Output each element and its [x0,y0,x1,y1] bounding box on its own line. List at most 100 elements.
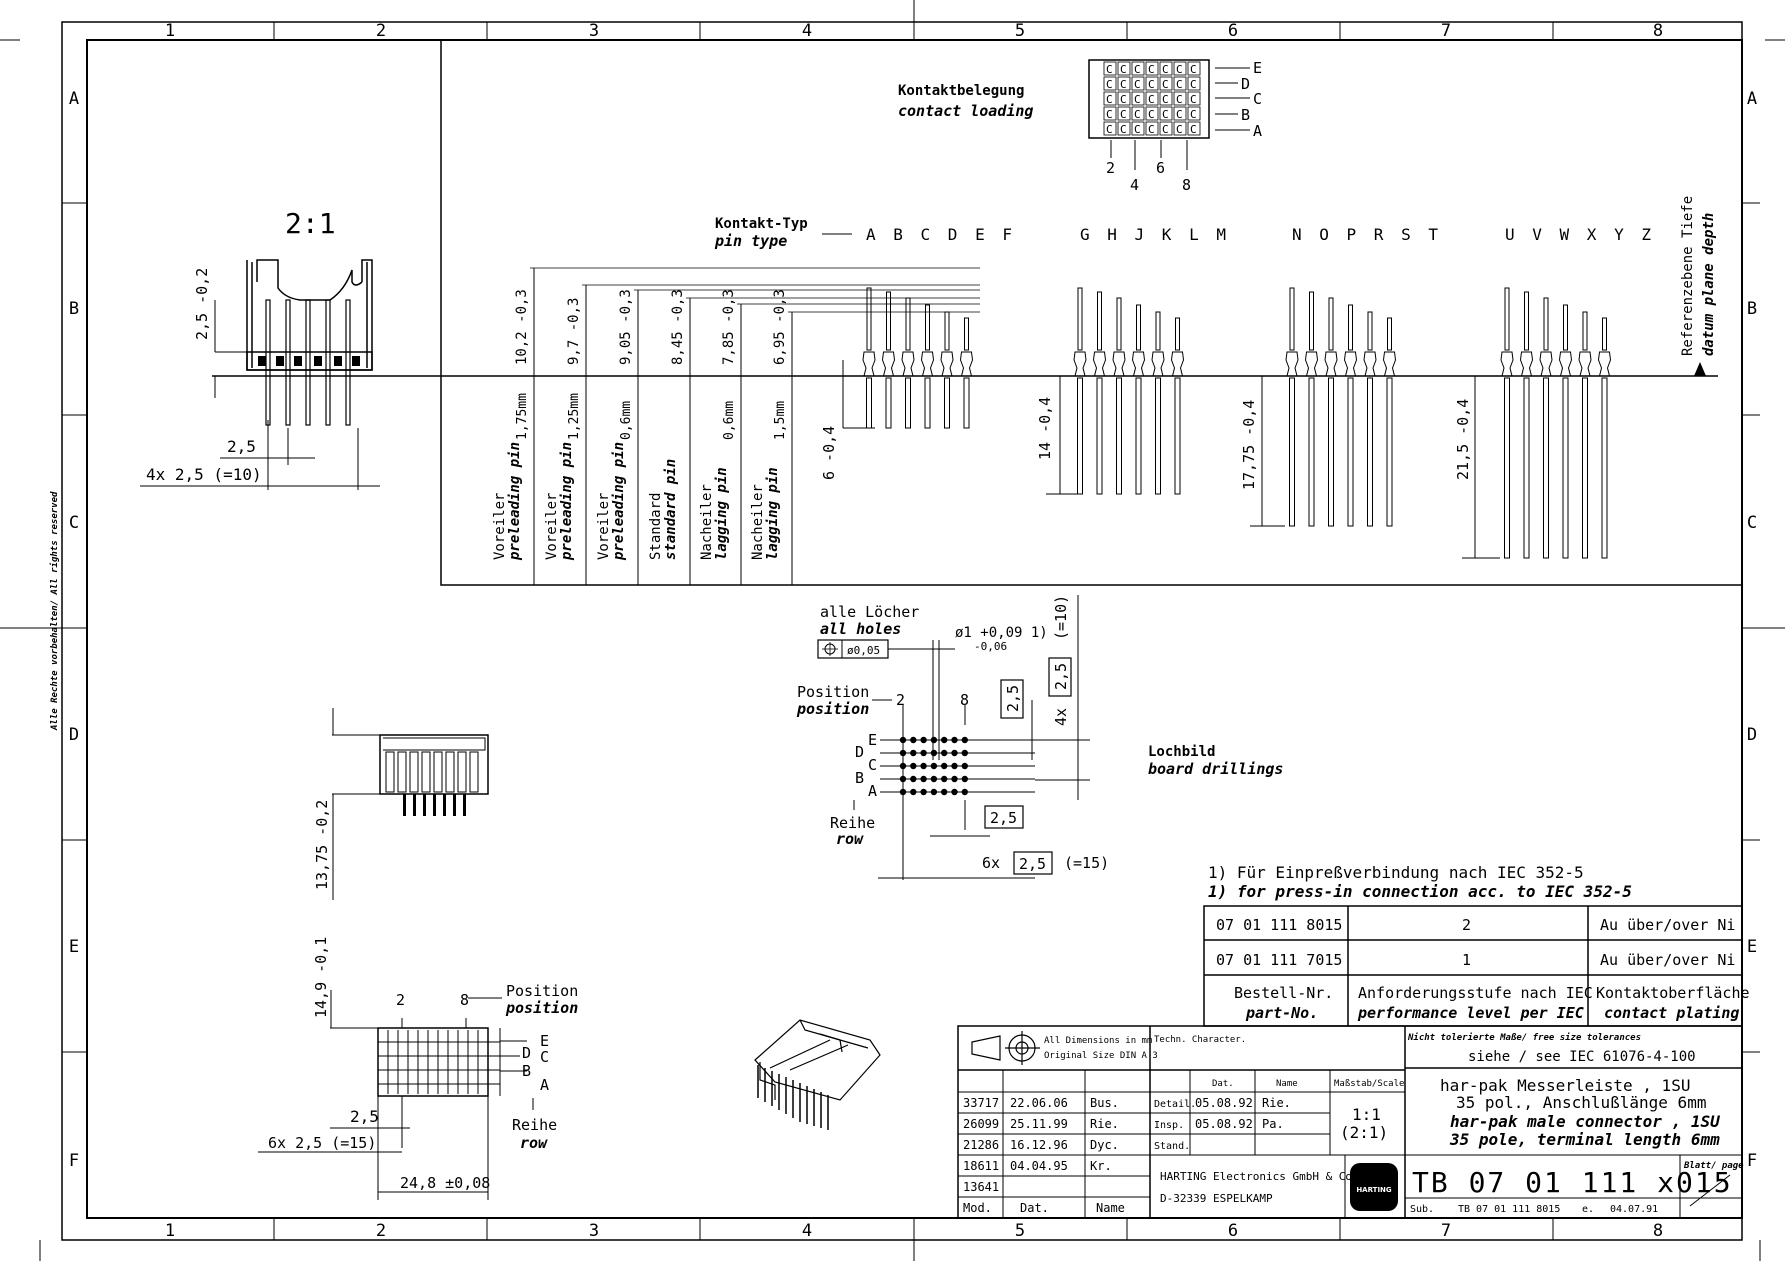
drill-pos-8: 8 [960,691,969,709]
stand-label: Stand. [1154,1141,1190,1152]
zone-column-labels-top: 1 2 3 4 5 6 7 8 [165,21,1663,41]
pin [959,317,974,429]
position-en: position [796,700,869,718]
contact-cell [1187,76,1201,91]
title-en-1: har-pak male connector , 1SU [1450,1112,1720,1131]
contact-cell [1145,106,1159,121]
head-part-en: part-No. [1245,1004,1318,1022]
contact-cell [1131,91,1145,106]
pin [1151,311,1165,495]
pin-groups [862,287,1612,559]
insp-name: Pa. [1262,1117,1284,1131]
sub-date: 04.07.91 [1610,1204,1658,1215]
bottom-row-c: C [540,1048,549,1066]
col-label: 8 [1653,1221,1663,1241]
contact-cell-label: C [1120,123,1127,136]
contact-cell-label: C [1134,78,1141,91]
pin [940,311,954,429]
contact-cell-label: C [1134,63,1141,76]
col-label: 3 [589,21,599,41]
contact-cell-label: C [1106,123,1113,136]
bottom-row-b: B [522,1062,531,1080]
contact-cell [1187,106,1201,121]
pin [1285,287,1299,527]
contact-cell-label: C [1106,108,1113,121]
drill-hole [951,762,958,770]
height-dim: 10,2 -0,3 [514,289,530,365]
drill-hole [930,749,938,757]
row-label: B [69,299,79,319]
drill-row-b: B [855,769,864,787]
pin-group-a-f: A B C D E F [866,225,1016,244]
contact-cell [1131,76,1145,91]
contact-cell [1131,61,1145,76]
drill-hole [961,749,968,757]
drill-hole [910,762,917,770]
bottom-pos-8: 8 [460,991,469,1009]
dim-pitch: 2,5 [227,437,256,456]
cl-col-8: 8 [1182,176,1191,194]
rev-no: 13641 [963,1180,999,1194]
variant-plating: Au über/over Ni [1600,916,1735,934]
company: HARTING Electronics GmbH & Co. KG [1160,1170,1379,1183]
drill-hole [920,788,927,796]
address: D-32339 ESPELKAMP [1160,1192,1273,1205]
position-tolerance: ø0,05 [847,644,880,657]
contact-cell [1187,121,1201,136]
position-de: Position [797,683,869,701]
pin [1558,304,1573,559]
col-label: 4 [802,1221,812,1241]
dim-bottom-width: 24,8 ±0,08 [400,1174,490,1192]
contact-cell-label: C [1162,93,1169,106]
rights-note: Alle Rechte vorbehalten/ All rights rese… [49,491,60,731]
height-offset: 0,6mm [722,401,737,440]
terminal-length-dims: 6 -0,4 14 -0,4 17,75 -0,4 21,5 -0,4 [820,360,1500,559]
pin-group-n-t: N O P R S T [1292,225,1442,244]
dim-bottom-pitch: 2,5 [350,1107,379,1126]
contact-cell-label: C [1190,93,1197,106]
contact-cell [1173,91,1187,106]
dim-14: 14 -0,4 [1036,397,1054,460]
contact-cell [1159,76,1173,91]
contact-cell [1103,61,1117,76]
hole-diameter: ø1 +0,09 1) [955,625,1048,641]
dim-box-v1: 2,5 [1004,685,1022,712]
bottom-reihe-de: Reihe [512,1116,557,1134]
bottom-position-en: position [505,999,578,1017]
contact-cell-label: C [1148,108,1155,121]
head-plating-en: contact plating [1604,1004,1739,1022]
drill-hole [910,736,917,744]
all-holes-de: alle Löcher [820,603,919,621]
contact-cell-label: C [1162,108,1169,121]
footnote-de: 1) Für Einpreßverbindung nach IEC 352-5 [1208,863,1584,882]
drill-hole [910,749,917,757]
drill-hole [941,788,948,796]
contact-cell [1145,91,1159,106]
drill-hole [930,788,938,796]
drill-hole [899,788,907,796]
variant-level: 2 [1462,916,1471,934]
variant-part: 07 01 111 7015 [1216,951,1342,969]
cl-row-c: C [1253,90,1262,108]
scale-value-2: (2:1) [1340,1123,1388,1142]
dim-box-v2: 2,5 [1052,663,1070,690]
pin-type-header: Kontakt-Typ pin type A B C D E F G H J K… [714,216,1651,250]
rev-name: Dyc. [1090,1138,1119,1152]
contact-cell [1145,61,1159,76]
pin [1073,287,1087,495]
contact-cell-label: C [1148,78,1155,91]
height-dim: 9,05 -0,3 [618,289,634,365]
reihe-en: row [836,830,864,848]
row-label: D [69,725,79,745]
pin-category-de: Nacheiler [750,484,766,560]
side-hatch [258,356,360,366]
pin-category-de: Voreiler [492,493,508,560]
scale-value: 1:1 [1352,1105,1381,1124]
contact-loading-title-de: Kontaktbelegung [898,83,1024,99]
drillings-title-de: Lochbild [1148,744,1215,760]
contact-cell-label: C [1120,93,1127,106]
pin [1343,304,1358,527]
datum-label-de: Referenzebene Tiefe [1680,196,1696,356]
